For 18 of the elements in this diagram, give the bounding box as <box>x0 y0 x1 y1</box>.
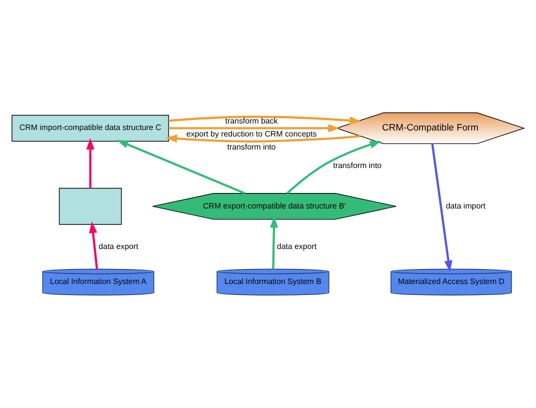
edge-label: data import <box>446 201 486 210</box>
edge-label: data export <box>98 242 138 251</box>
arrow <box>168 116 362 125</box>
edge-label: data export <box>276 242 317 251</box>
edge-label: export by reduction to CRM concepts <box>186 130 317 139</box>
arrow <box>431 143 452 272</box>
edge-label: transform into <box>333 160 382 170</box>
edge-label: transform back <box>225 116 278 126</box>
edge-label: transform into <box>227 142 276 152</box>
arrow <box>270 216 278 270</box>
node-box <box>58 188 122 225</box>
arrow <box>89 221 98 270</box>
arrow <box>86 138 94 188</box>
arrow <box>286 140 382 194</box>
arrow <box>116 140 246 194</box>
node-box: CRM import-compatible data structure C <box>12 114 169 142</box>
arrow <box>166 134 361 143</box>
arrow <box>168 124 340 132</box>
